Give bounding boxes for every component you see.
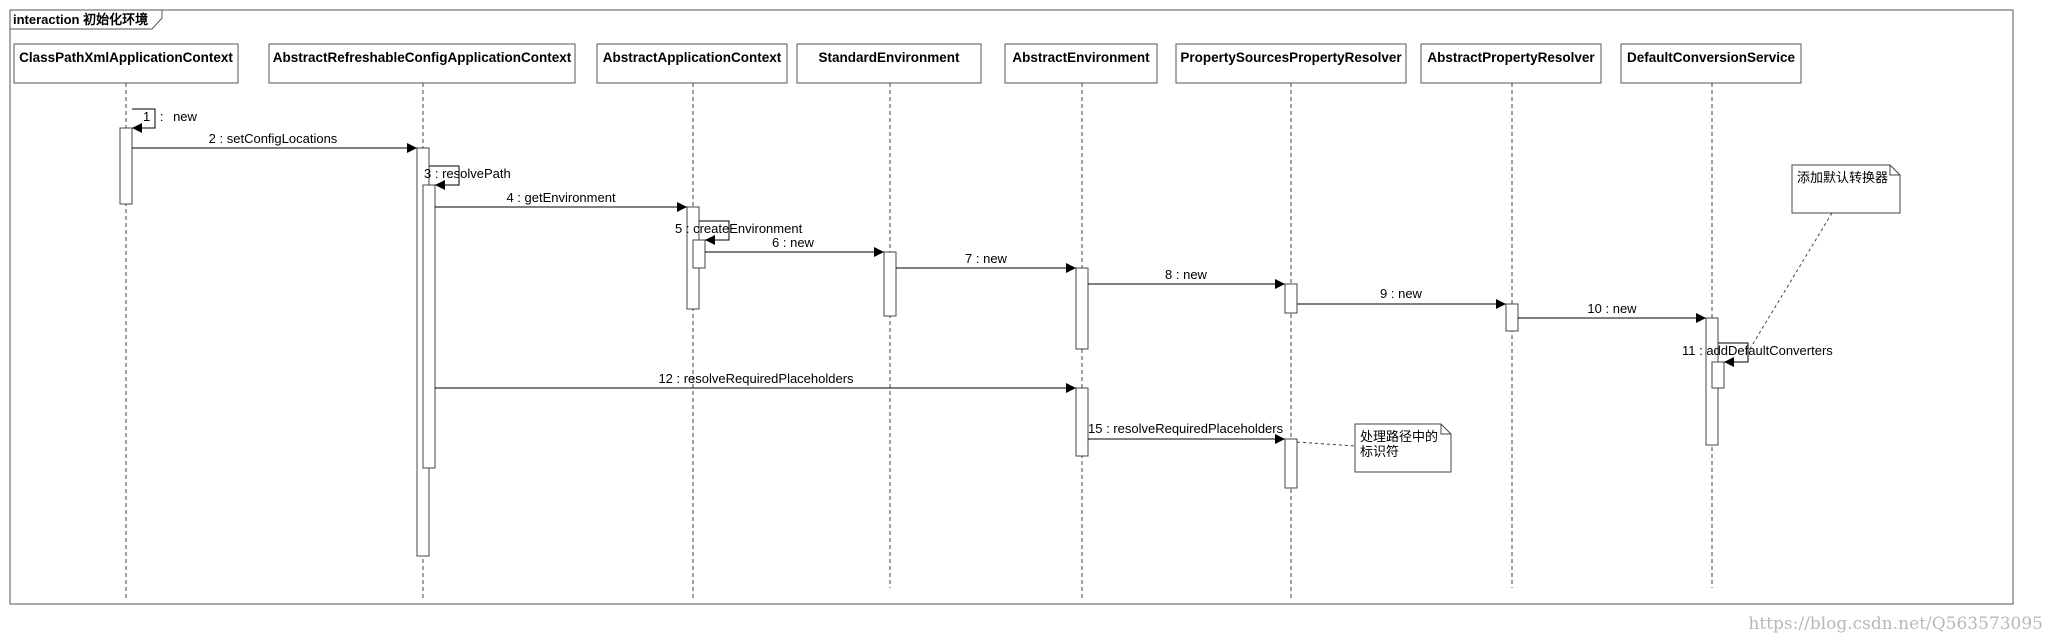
frame-title-tab — [9, 9, 163, 30]
note-connector — [1747, 212, 1833, 353]
lifeline-label: PropertySourcesPropertyResolver — [1180, 50, 1402, 65]
message-label: 6 : new — [772, 235, 815, 250]
message-label: 15 : resolveRequiredPlaceholders — [1088, 421, 1284, 436]
note-text: 处理路径中的 — [1360, 429, 1438, 444]
lifeline-header-box — [1004, 43, 1158, 84]
message-arrow — [429, 165, 460, 190]
message-label: 7 : new — [965, 251, 1008, 266]
lifeline-header-box — [1175, 43, 1407, 84]
note-fold — [1889, 165, 1900, 176]
note-box — [1354, 423, 1452, 473]
activation-bar — [1284, 283, 1298, 314]
note-resolve-placeholders: 处理路径中的 标识符 — [1296, 423, 1452, 473]
messages — [132, 108, 1749, 444]
lifeline-header-box — [596, 43, 788, 84]
lifeline-header-box — [1620, 43, 1802, 84]
message-labels: 1 : new 2 : setConfigLocations 3 : resol… — [143, 109, 1833, 436]
lifeline-label: AbstractApplicationContext — [603, 50, 782, 65]
lifeline-label: AbstractEnvironment — [1012, 50, 1150, 65]
message-label: 4 : getEnvironment — [506, 190, 616, 205]
watermark: https://blog.csdn.net/Q563573095 — [1748, 614, 2043, 634]
lifeline-lines — [125, 83, 1713, 598]
message-label: 5 : createEnvironment — [675, 221, 803, 236]
message-label: 3 : resolvePath — [424, 166, 511, 181]
activation-bar — [1075, 267, 1089, 350]
message-arrow — [132, 108, 156, 133]
message-label: 1 : new — [143, 109, 198, 124]
frame-title: interaction 初始化环境 — [13, 12, 148, 27]
note-connector — [1296, 441, 1356, 447]
lifeline-label: AbstractPropertyResolver — [1427, 50, 1595, 65]
note-fold — [1440, 424, 1451, 435]
activation-bar — [1505, 303, 1519, 332]
note-box — [1791, 164, 1901, 214]
activation-bars — [119, 127, 1725, 557]
message-label: 12 : resolveRequiredPlaceholders — [658, 371, 854, 386]
lifeline-label: DefaultConversionService — [1627, 50, 1796, 65]
activation-bar — [1711, 361, 1725, 389]
lifeline-label: StandardEnvironment — [818, 50, 960, 65]
lifeline-label: AbstractRefreshableConfigApplicationCont… — [273, 50, 572, 65]
activation-bar — [883, 251, 897, 317]
message-arrow — [1718, 342, 1749, 367]
message-label: 8 : new — [1165, 267, 1208, 282]
note-add-default-converters: 添加默认转换器 — [1747, 164, 1901, 353]
activation-bar — [1284, 438, 1298, 489]
message-label: 10 : new — [1587, 301, 1637, 316]
message-label: 9 : new — [1380, 286, 1423, 301]
lifeline-header-box — [796, 43, 982, 84]
note-text: 添加默认转换器 — [1797, 170, 1888, 185]
lifeline-headers: ClassPathXmlApplicationContext AbstractR… — [13, 43, 1802, 84]
activation-bar — [692, 239, 706, 269]
activation-bar — [422, 184, 436, 469]
message-arrow — [699, 220, 730, 245]
lifeline-label: ClassPathXmlApplicationContext — [19, 50, 233, 65]
lifeline-header-box — [1420, 43, 1602, 84]
lifeline-header-box — [13, 43, 239, 84]
message-label: 11 : addDefaultConverters — [1682, 343, 1833, 358]
interaction-frame — [9, 9, 2014, 605]
activation-bar — [1075, 387, 1089, 457]
lifeline-header-box — [268, 43, 576, 84]
activation-bar — [119, 127, 133, 205]
note-text: 标识符 — [1360, 444, 1399, 459]
message-label: 2 : setConfigLocations — [209, 131, 338, 146]
